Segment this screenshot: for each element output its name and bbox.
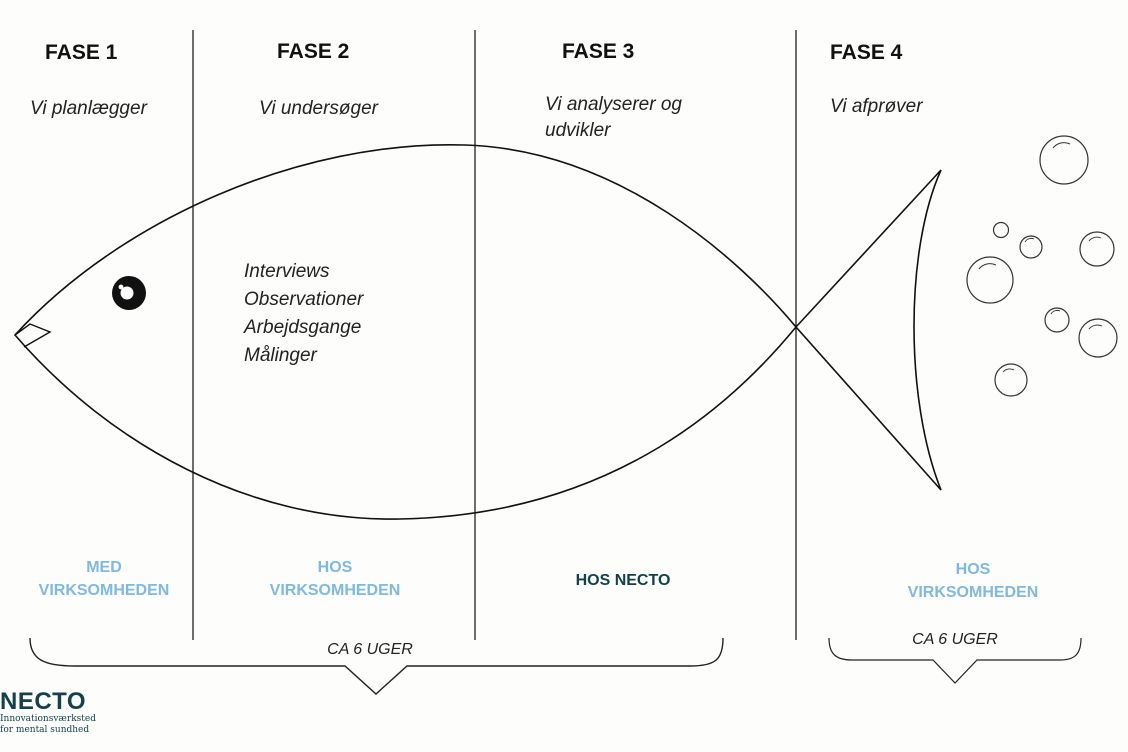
curly-brace-icon — [29, 637, 724, 695]
bubble-icon — [1078, 318, 1118, 358]
location-line: HOS — [317, 559, 353, 576]
phase-title: FASE 2 — [277, 40, 350, 63]
activity-item: Arbejdsgange — [244, 317, 362, 338]
bubble-icon — [1079, 231, 1115, 267]
activity-item: Interviews — [244, 261, 330, 282]
fish-eye-icon — [112, 276, 146, 310]
fish-tail-icon — [794, 169, 942, 491]
phase-title: FASE 4 — [830, 41, 903, 64]
location-line: MED — [86, 559, 122, 576]
necto-logo: NECTO Innovationsværksted for mental sun… — [0, 690, 96, 736]
phase-title: FASE 1 — [45, 41, 118, 64]
bubble-icon — [1044, 307, 1070, 333]
bubbles-icon — [966, 135, 1118, 397]
phase-subtitle: Vi analyserer og udvikler — [545, 92, 682, 144]
location-line: VIRKSOMHEDEN — [38, 582, 170, 599]
phase-subtitle: Vi afprøver — [830, 96, 923, 117]
bubble-icon — [1019, 235, 1043, 259]
location-line: VIRKSOMHEDEN — [907, 584, 1039, 601]
fish-body-icon — [13, 144, 798, 520]
activity-list: Interviews Observationer Arbejdsgange Må… — [244, 258, 363, 370]
phase-subtitle: Vi planlægger — [30, 98, 147, 119]
location-line: HOS — [955, 561, 991, 578]
location-line: VIRKSOMHEDEN — [269, 582, 401, 599]
activity-item: Observationer — [244, 289, 364, 310]
activity-item: Målinger — [244, 345, 317, 366]
logo-tagline: Innovationsværksted — [0, 714, 96, 724]
location-label: HOS VIRKSOMHEDEN — [893, 558, 1053, 604]
duration-label: CA 6 UGER — [327, 641, 413, 658]
location-label: HOS NECTO — [543, 569, 703, 592]
bubble-icon — [992, 221, 1010, 239]
phase-subtitle: Vi undersøger — [259, 98, 378, 119]
phase-subtitle-line: udvikler — [545, 120, 611, 141]
bubble-icon — [966, 256, 1014, 304]
phase-subtitle-line: Vi analyserer og — [545, 94, 682, 115]
bubble-icon — [994, 363, 1028, 397]
logo-name: NECTO — [0, 688, 87, 715]
location-label: HOS VIRKSOMHEDEN — [255, 556, 415, 602]
duration-label: CA 6 UGER — [912, 631, 998, 648]
fish-mouth-icon — [14, 323, 52, 348]
bubble-icon — [1039, 135, 1089, 185]
logo-tagline: for mental sundhed — [0, 725, 90, 735]
curly-brace-icon — [828, 637, 1082, 684]
location-label: MED VIRKSOMHEDEN — [24, 556, 184, 602]
location-line: HOS NECTO — [575, 572, 671, 589]
phase-title: FASE 3 — [562, 40, 635, 63]
